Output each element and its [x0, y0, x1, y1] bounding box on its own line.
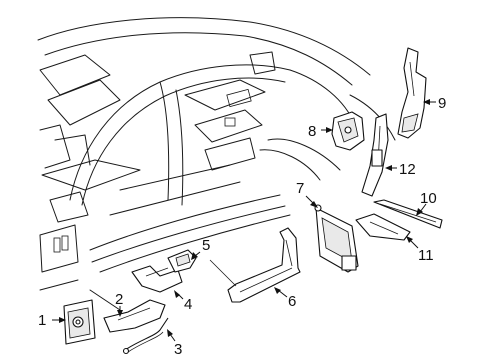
part-11-plate [355, 213, 411, 241]
callout-11: 11 [418, 247, 434, 264]
part-7-module-bracket [314, 204, 359, 273]
callout-2: 2 [115, 291, 123, 308]
callout-1: 1 [38, 312, 46, 329]
part-12-vertical-bracket [361, 113, 389, 197]
part-2-bracket [103, 299, 166, 333]
callout-8: 8 [308, 123, 316, 140]
part-9-upper-bracket [397, 47, 427, 139]
leader-lines [52, 99, 436, 342]
callout-6: 6 [288, 293, 296, 310]
callout-9: 9 [438, 95, 446, 112]
callout-5: 5 [202, 237, 210, 254]
callout-3: 3 [174, 341, 182, 358]
part-1-control-module [63, 299, 96, 345]
callout-10: 10 [420, 190, 437, 207]
callout-12: 12 [399, 161, 416, 178]
callout-labels: 1 2 3 4 5 6 7 8 9 10 11 12 [38, 95, 446, 358]
part-4-mount-bracket [131, 265, 183, 293]
vehicle-body-outline [37, 17, 396, 311]
part-8-sensor [331, 111, 365, 151]
part-10-rail [373, 199, 443, 229]
callout-7: 7 [296, 180, 304, 197]
part-6-support-bracket [209, 227, 301, 303]
part-5-sensor-bracket [167, 249, 197, 273]
part-3-cable [122, 317, 169, 355]
callout-4: 4 [184, 296, 192, 313]
